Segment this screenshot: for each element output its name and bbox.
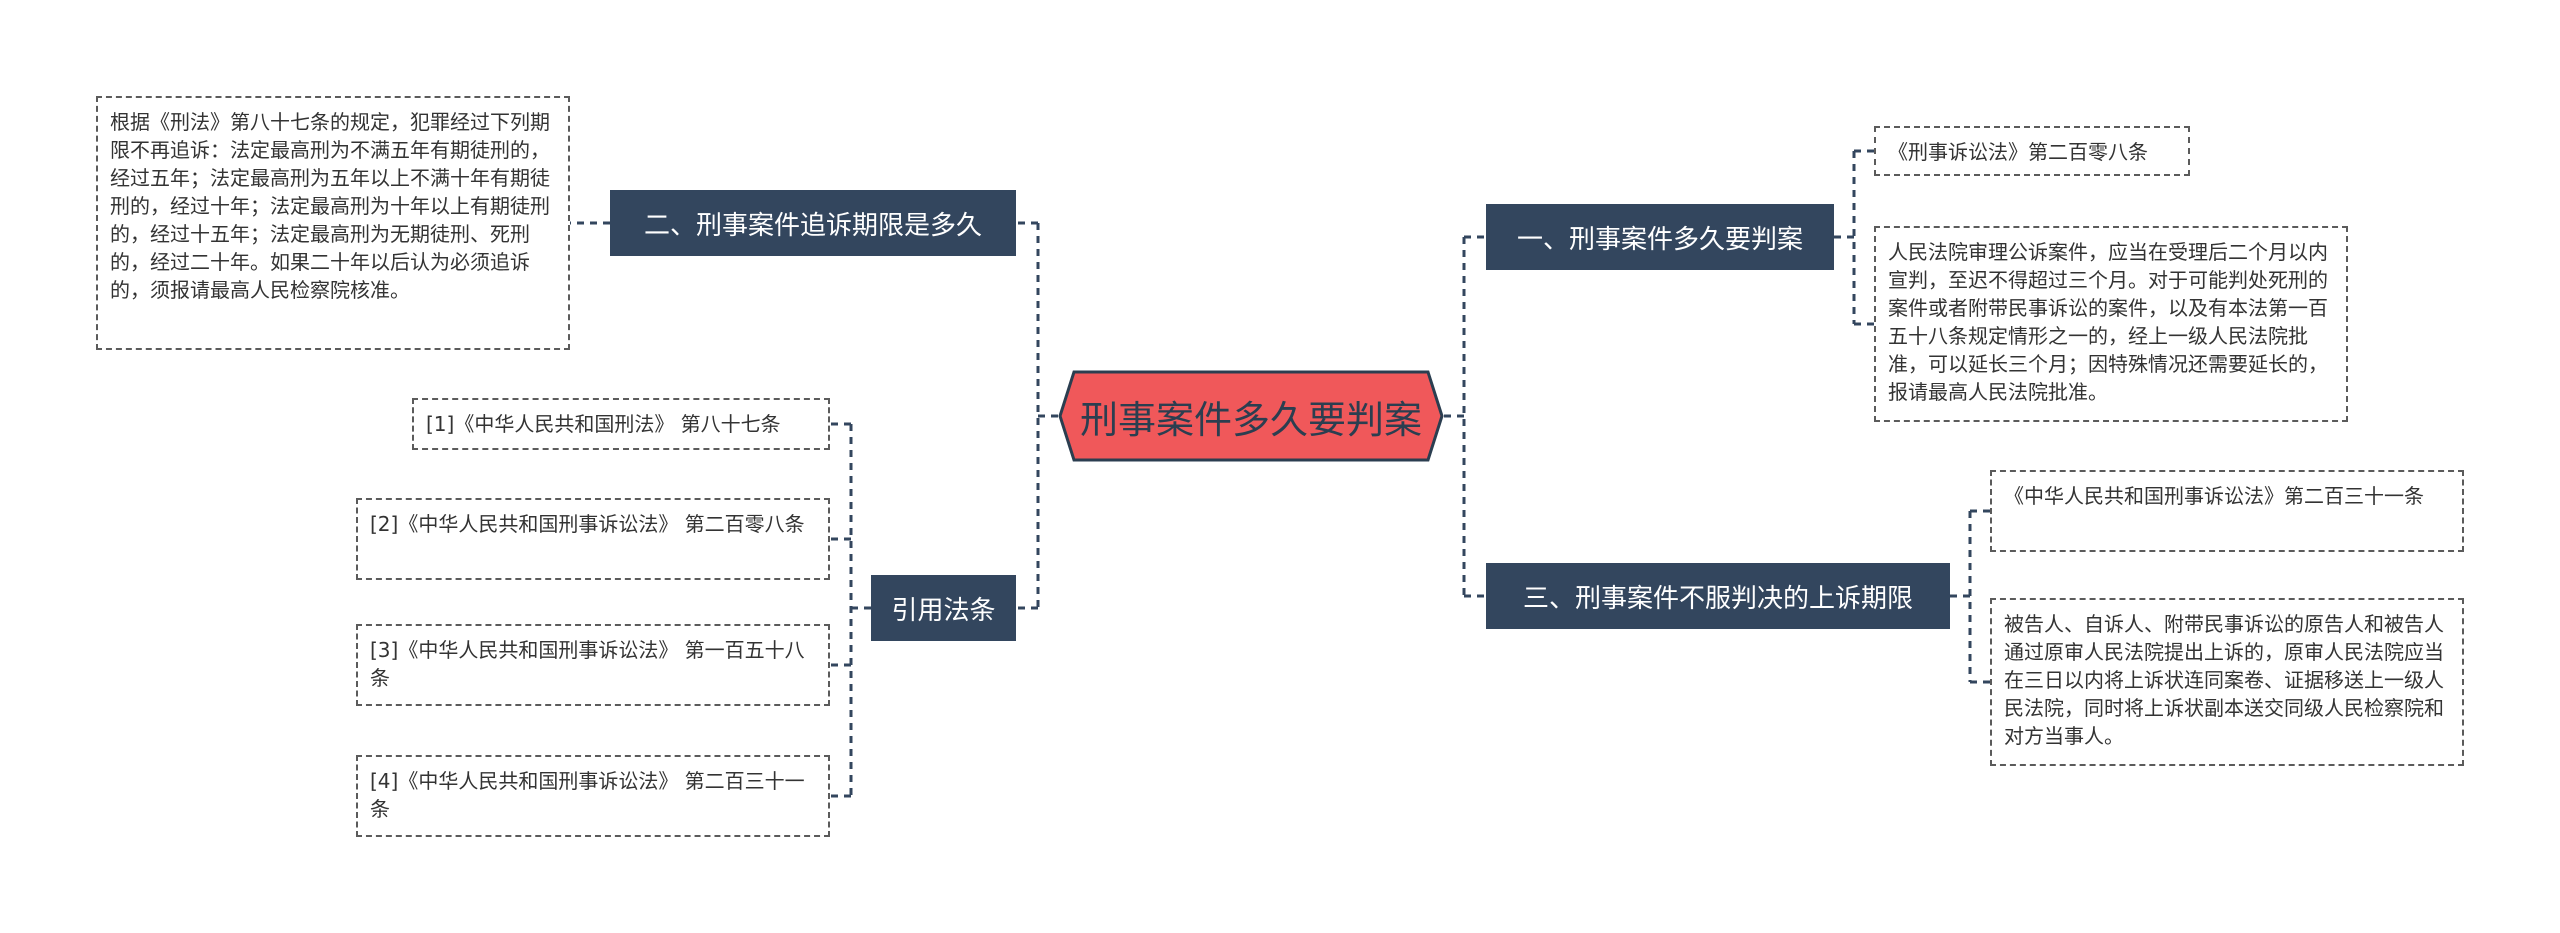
branch-cited-articles[interactable]: 引用法条	[871, 575, 1016, 641]
leaf-citation-1[interactable]: [1]《中华人民共和国刑法》 第八十七条	[412, 398, 830, 450]
central-topic-shape	[1058, 370, 1444, 462]
leaf-appeal-period-text[interactable]: 被告人、自诉人、附带民事诉讼的原告人和被告人通过原审人民法院提出上诉的，原审人民…	[1990, 598, 2464, 766]
central-topic[interactable]: 刑事案件多久要判案	[1058, 370, 1444, 462]
branch-prosecution-limit[interactable]: 二、刑事案件追诉期限是多久	[610, 190, 1016, 256]
connector-trial-duration	[1834, 149, 1874, 326]
connector-appeal-period	[1950, 509, 1990, 684]
connector-center-left	[1016, 221, 1058, 610]
leaf-citation-2[interactable]: [2]《中华人民共和国刑事诉讼法》 第二百零八条	[356, 498, 830, 580]
connector-citations	[830, 422, 871, 798]
leaf-trial-duration-article[interactable]: 《刑事诉讼法》第二百零八条	[1874, 126, 2190, 176]
leaf-citation-4[interactable]: [4]《中华人民共和国刑事诉讼法》 第二百三十一条	[356, 755, 830, 837]
branch-cited-articles-label: 引用法条	[891, 595, 996, 626]
central-topic-label: 刑事案件多久要判案	[1079, 397, 1422, 442]
branch-trial-duration-label: 一、刑事案件多久要判案	[1516, 224, 1803, 255]
connector-center-right	[1444, 235, 1486, 598]
branch-appeal-period[interactable]: 三、刑事案件不服判决的上诉期限	[1486, 563, 1950, 629]
leaf-appeal-period-article[interactable]: 《中华人民共和国刑事诉讼法》第二百三十一条	[1990, 470, 2464, 552]
leaf-citation-3[interactable]: [3]《中华人民共和国刑事诉讼法》 第一百五十八条	[356, 624, 830, 706]
leaf-prosecution-limit-text[interactable]: 根据《刑法》第八十七条的规定，犯罪经过下列期限不再追诉：法定最高刑为不满五年有期…	[96, 96, 570, 350]
branch-prosecution-limit-label: 二、刑事案件追诉期限是多久	[643, 210, 982, 241]
branch-trial-duration[interactable]: 一、刑事案件多久要判案	[1486, 204, 1834, 270]
branch-appeal-period-label: 三、刑事案件不服判决的上诉期限	[1522, 583, 1913, 614]
leaf-trial-duration-text[interactable]: 人民法院审理公诉案件，应当在受理后二个月以内宣判，至迟不得超过三个月。对于可能判…	[1874, 226, 2348, 422]
